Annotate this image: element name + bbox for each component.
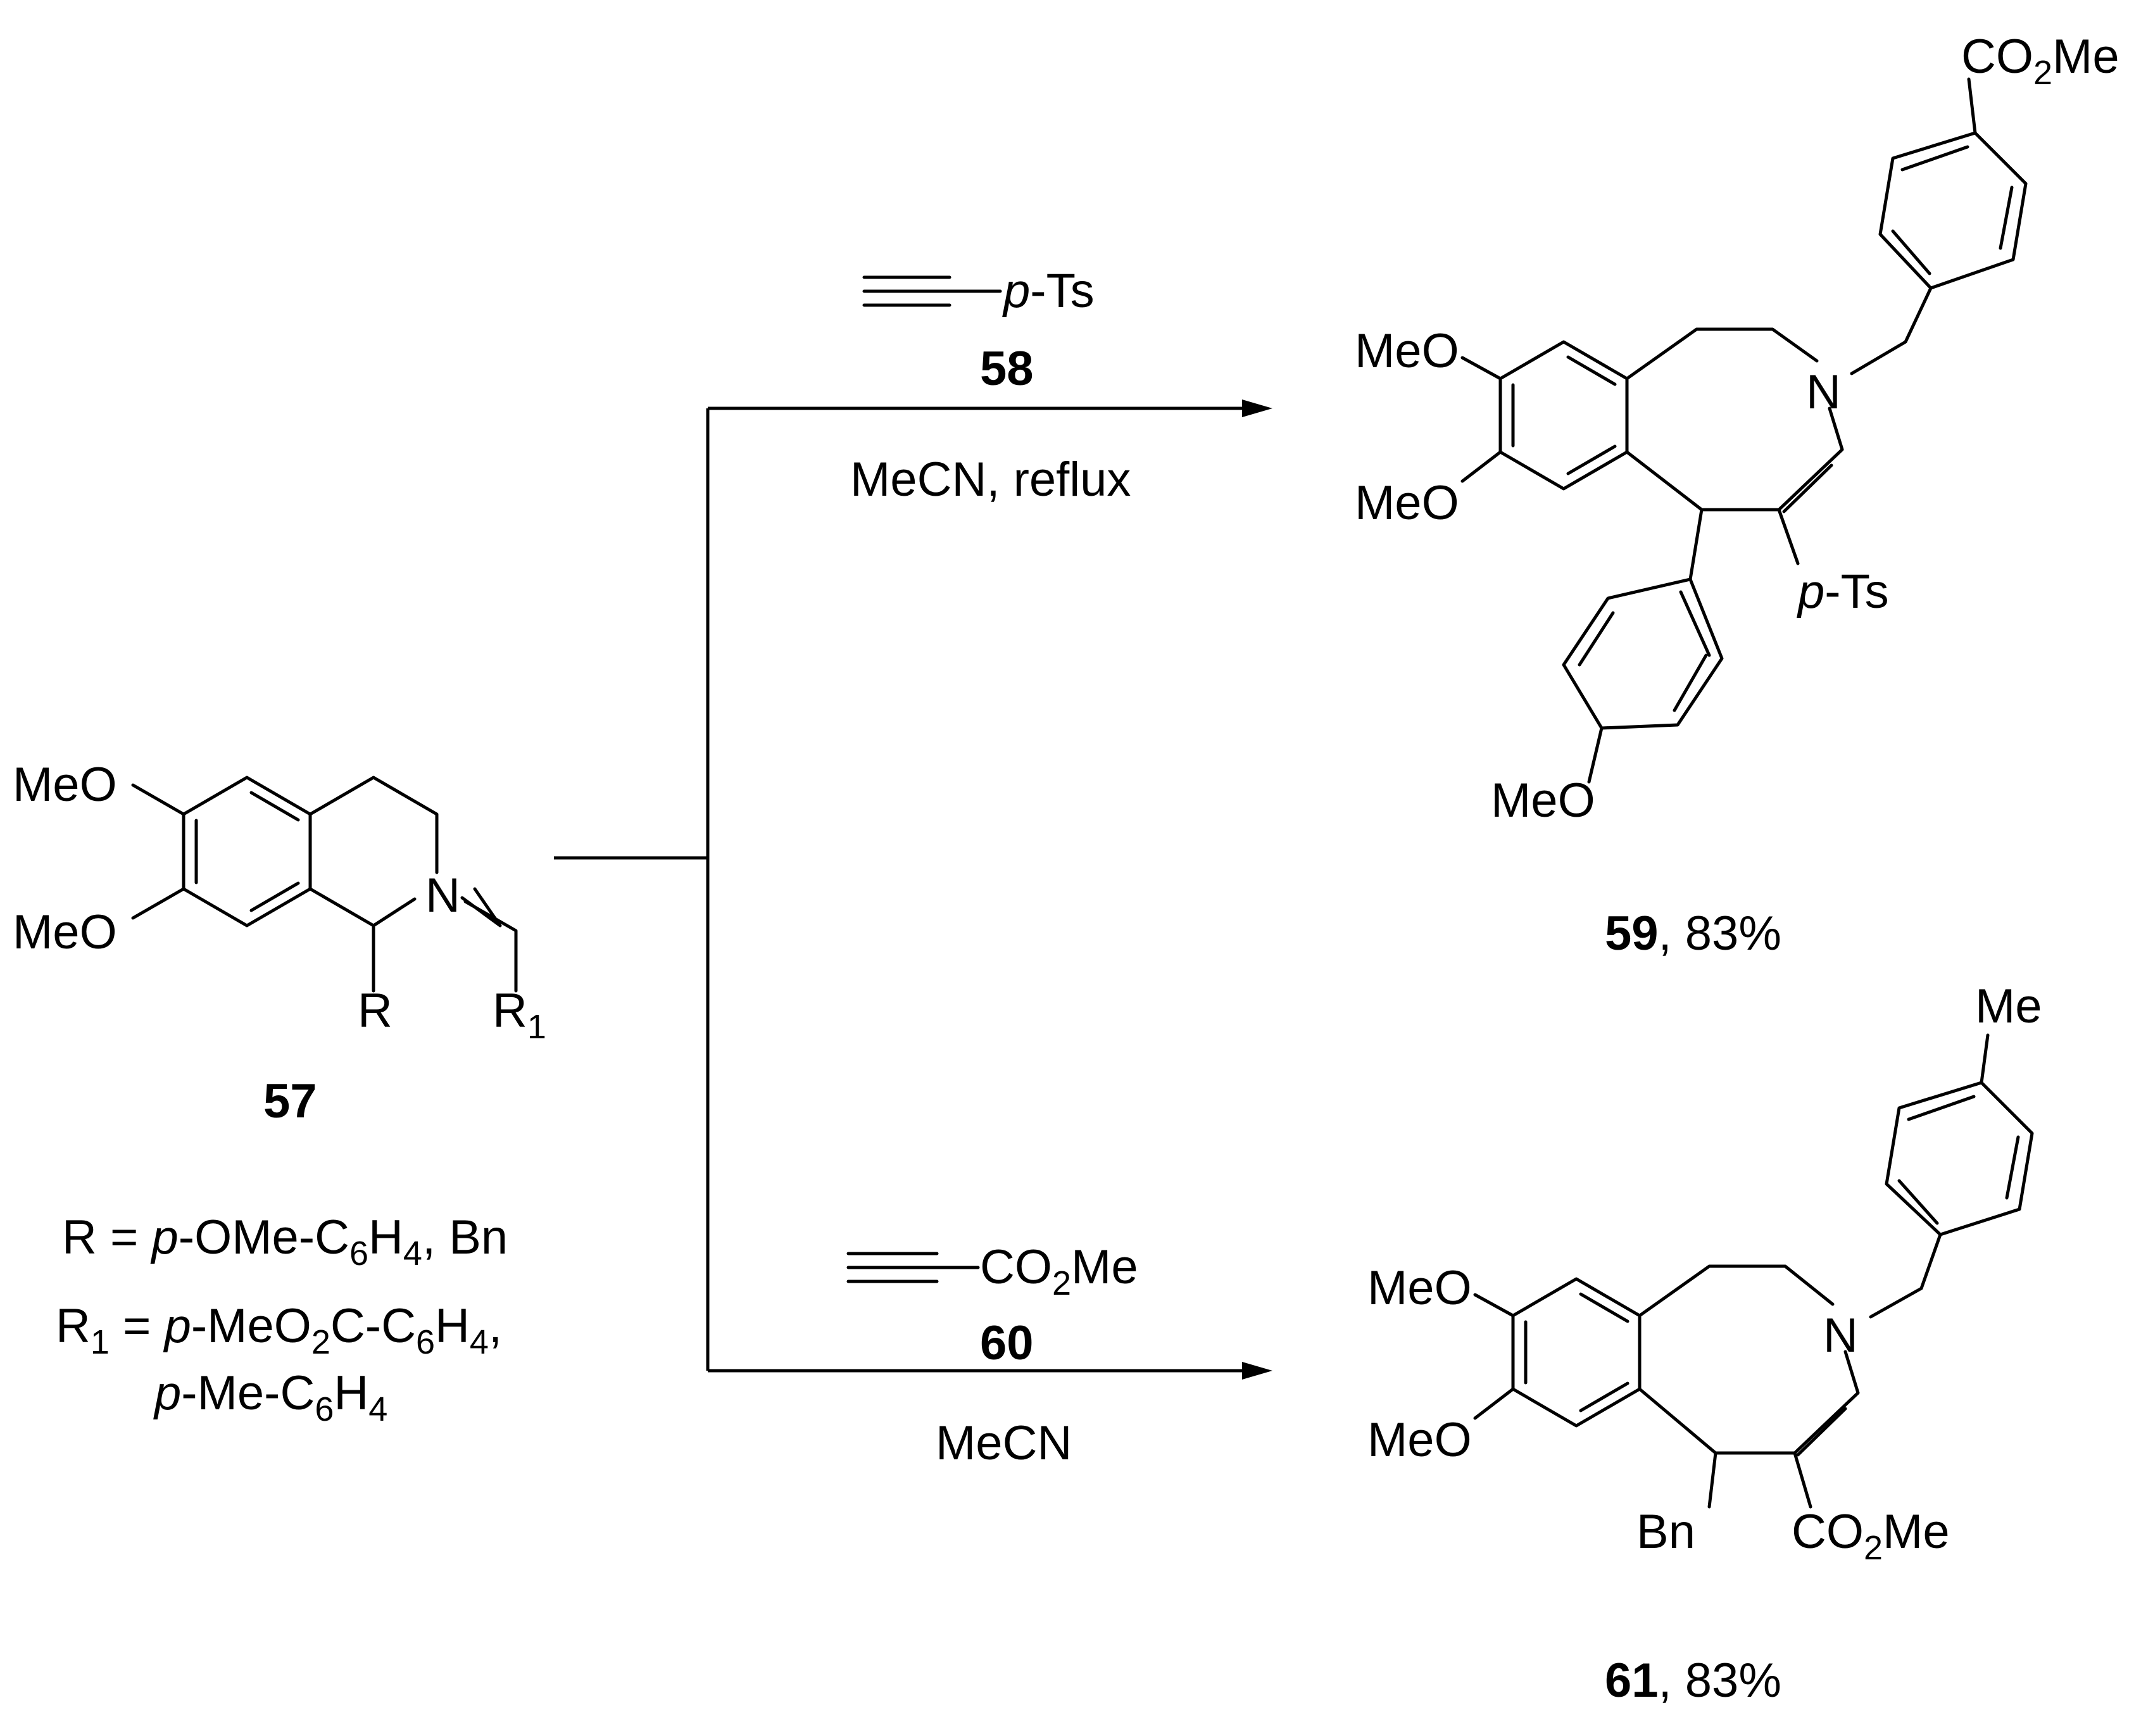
product-61-ome-a: MeO [1367, 1261, 1472, 1315]
product-61-aromatic-double-bonds [1524, 1292, 1629, 1412]
product-59-ts-bond [1777, 508, 1800, 565]
product-59-enamine-double-bond [1782, 463, 1833, 513]
product-59-ome-a: MeO [1355, 324, 1459, 378]
compound-57-structure [131, 776, 518, 993]
compound-57-r-definition: R = p-OMe-C6H4, Bn [62, 1211, 508, 1273]
product-59-ester-label: CO2Me [1961, 30, 2119, 92]
reaction-bottom-conditions: MeCN [936, 1416, 1072, 1470]
compound-57-ome-top: MeO [13, 758, 117, 812]
product-59-structure [1460, 77, 2028, 784]
product-59-ester-aryl-double-bonds [1891, 145, 2014, 275]
product-59-azocine-ring [1625, 327, 1844, 512]
reagent-60-ester-label: CO2Me [980, 1240, 1138, 1302]
product-61-ome-bonds [1473, 1293, 1515, 1420]
product-59-benzene-ring [1498, 340, 1629, 491]
reagent-60-alkyne [846, 1252, 980, 1283]
reaction-top-conditions: MeCN, reflux [850, 453, 1131, 506]
compound-57-ome-bonds [131, 783, 185, 920]
product-61-bn-bond [1707, 1451, 1717, 1509]
product-61-tolyl-double-bonds [1897, 1095, 2020, 1225]
product-59-n-atom: N [1806, 365, 1841, 419]
product-61-ester-bond [1793, 1451, 1812, 1509]
arrow-bottom-head [1242, 1362, 1272, 1380]
product-59-ester-bond [1967, 77, 1977, 135]
reagent-58-ts-label: p-Ts [1002, 264, 1095, 318]
product-59-ome-b: MeO [1355, 476, 1459, 530]
product-61-benzene-ring [1511, 1277, 1642, 1428]
product-61-n-benzyl-bond [1869, 1233, 1942, 1319]
product-61-ome-b: MeO [1367, 1413, 1472, 1467]
branch-connector [554, 408, 710, 1371]
compound-57-n-ch2-bond [463, 900, 518, 993]
reagent-60-number: 60 [980, 1316, 1034, 1370]
compound-57-r-label: R [358, 984, 392, 1038]
product-61-n-atom: N [1823, 1309, 1858, 1362]
product-59-ome-bonds [1460, 356, 1502, 483]
product-61-structure [1473, 1033, 2034, 1509]
compound-57-aromatic-double-bonds [194, 791, 300, 912]
product-61-bn-label: Bn [1636, 1505, 1695, 1559]
product-61-tolyl-ring [1885, 1081, 2034, 1236]
compound-57-r1-definition-line1: R1 = p-MeO2C-C6H4, [56, 1299, 502, 1361]
product-61-methyl-label: Me [1975, 979, 2042, 1033]
product-59-aromatic-double-bonds [1511, 355, 1617, 475]
product-59-aryl-ome-bond [1587, 726, 1604, 784]
compound-57-benzene-ring [182, 776, 312, 928]
product-59-n-benzyl-bond [1850, 286, 1933, 375]
compound-57-number: 57 [263, 1074, 317, 1128]
product-59-c5-aryl-bond [1688, 508, 1704, 581]
reagent-58-alkyne [862, 275, 1002, 307]
product-59-ts-label: p-Ts [1797, 565, 1889, 619]
product-61-enamine-double-bond [1796, 1407, 1847, 1457]
reagent-58-number: 58 [980, 342, 1034, 396]
compound-57-r1-label: R1 [493, 984, 546, 1046]
compound-57-r1-definition-line2: p-Me-C6H4 [153, 1366, 387, 1428]
arrow-top-head [1242, 399, 1272, 417]
product-61-ester-label: CO2Me [1792, 1505, 1950, 1567]
product-61-methyl-bond [1980, 1033, 1990, 1085]
product-61-caption: 61, 83% [1605, 1654, 1781, 1708]
product-59-caption: 59, 83% [1605, 907, 1781, 960]
product-59-aryl-ome: MeO [1491, 774, 1595, 827]
compound-57-n-atom: N [425, 869, 460, 922]
compound-57-ome-bottom: MeO [13, 905, 117, 959]
product-59-methoxyphenyl-double-bonds [1578, 590, 1711, 712]
product-59-ester-aryl-ring [1878, 131, 2028, 290]
